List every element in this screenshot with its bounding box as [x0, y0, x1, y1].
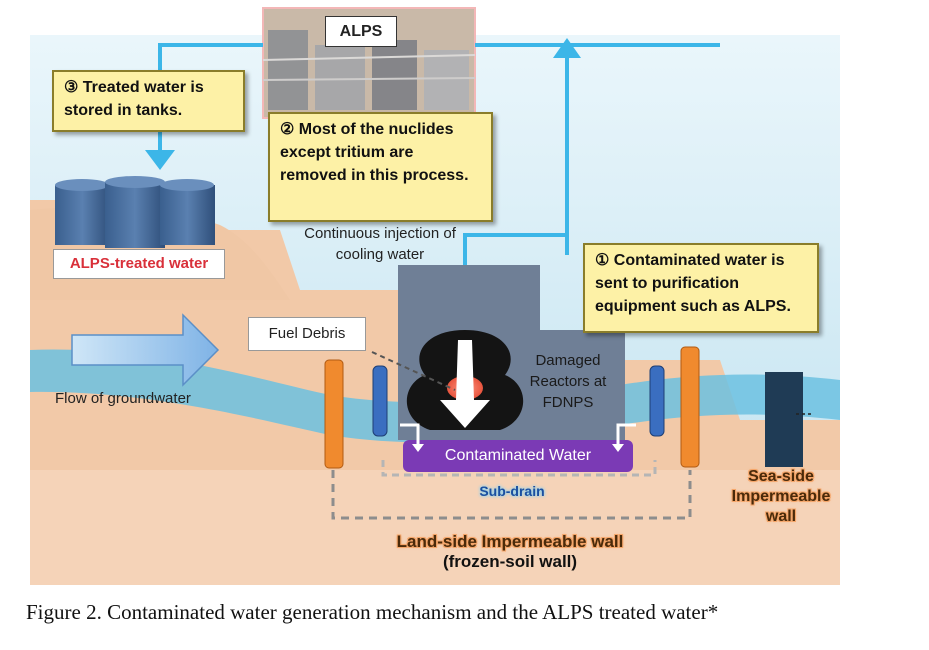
cooling-injection-label: Continuous injection of cooling water	[304, 225, 456, 263]
alps-treated-water-label: ALPS-treated water	[53, 249, 225, 279]
sea-side-wall-label: Sea-side Impermeable wall	[731, 468, 831, 525]
damaged-reactors-label: Damaged Reactors at FDNPS	[529, 352, 607, 411]
groundwater-flow-label: Flow of groundwater	[55, 390, 191, 407]
fuel-debris-label: Fuel Debris	[248, 317, 366, 351]
alps-equipment-illustration	[262, 30, 476, 110]
arrow-down-to-tanks	[145, 150, 175, 170]
arrow-up-to-alps	[553, 38, 581, 58]
sub-drain-arrows	[400, 423, 636, 448]
ground-lower	[30, 470, 840, 585]
contaminated-water-pool	[403, 440, 633, 472]
figure-caption: Figure 2. Contaminated water generation …	[26, 600, 719, 624]
land-side-wall-label: Land-side Impermeable wall	[396, 532, 624, 551]
alps-label: ALPS	[325, 16, 397, 47]
sea-side-wall	[765, 372, 803, 467]
step2-callout: ② Most of the nuclides except tritium ar…	[268, 112, 493, 222]
sub-drain-label: Sub-drain	[479, 483, 545, 499]
groundwater-arrow	[71, 313, 220, 387]
frozen-soil-wall-label: (frozen-soil wall)	[442, 552, 578, 571]
contaminated-water-label: Contaminated Water	[444, 447, 592, 464]
land-side-wall-left	[324, 359, 344, 469]
groundwater-band	[30, 349, 840, 443]
step3-callout: ③ Treated water is stored in tanks.	[52, 70, 245, 132]
sub-drain-path	[381, 460, 657, 477]
fuel-debris-pointer	[371, 351, 456, 391]
frozen-soil-wall-path	[331, 470, 692, 520]
storage-tanks	[55, 176, 215, 248]
cooling-flow-arrow	[440, 340, 490, 428]
land-side-wall-right	[680, 346, 700, 468]
step1-callout: ① Contaminated water is sent to purifica…	[583, 243, 819, 333]
sub-drain-right	[649, 365, 665, 437]
sub-drain-left	[372, 365, 388, 437]
